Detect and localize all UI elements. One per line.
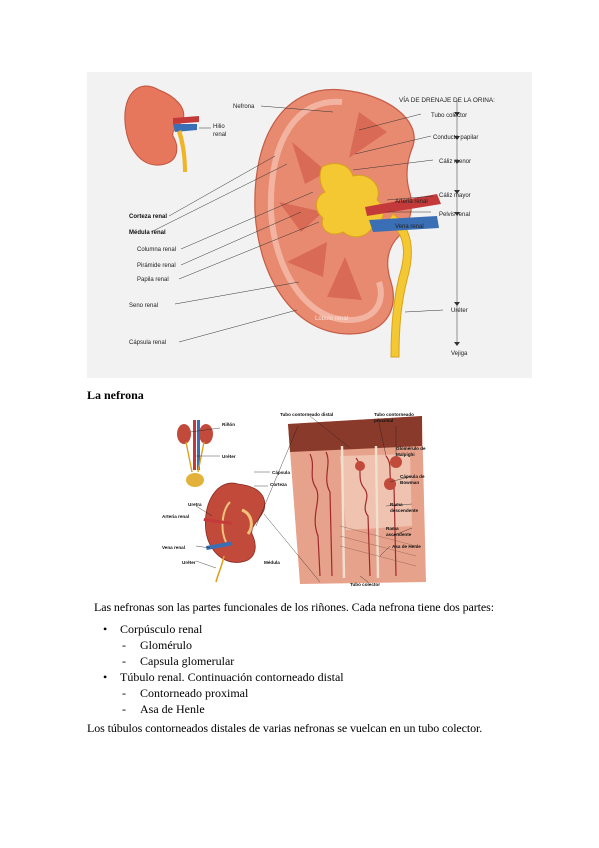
- kidney-anatomy-figure: Nefrona Hilio renal VÍA DE DRENAJE DE LA…: [87, 72, 532, 378]
- nephron-block-drawing: [288, 416, 426, 584]
- intro-paragraph: Las nefronas son las partes funcionales …: [94, 600, 494, 614]
- label-rama-ascendente-line1: Rama: [386, 526, 399, 531]
- nephron-parts-list: • Corpúsculo renal -Glomérulo -Capsula g…: [100, 621, 344, 717]
- dash: -: [122, 638, 126, 652]
- label-piramide-renal: Pirámide renal: [137, 263, 176, 269]
- list-item-text: Túbulo renal. Continuación contorneado d…: [120, 670, 344, 684]
- nephron-leader-lines: [189, 415, 413, 583]
- label-rama-descendente-line1: Rama: [390, 502, 403, 507]
- label-glomerulo-line1: Glomérulo de: [396, 446, 426, 451]
- label-uretra: Uretra: [188, 502, 202, 507]
- sub-list: -Glomérulo -Capsula glomerular: [120, 637, 344, 669]
- large-kidney-drawing: [254, 88, 441, 358]
- pathway-arrows: [454, 112, 460, 346]
- label-hilio-renal: renal: [213, 132, 226, 138]
- label-ureter-bottom: Uréter: [182, 560, 196, 565]
- sub-list-item: -Capsula glomerular: [120, 653, 344, 669]
- section-heading: La nefrona: [87, 388, 144, 402]
- label-capsula: Cápsula: [272, 470, 290, 475]
- label-nefrona: Nefrona: [233, 104, 255, 110]
- label-hilio: Hilio: [213, 124, 225, 130]
- label-caliz-menor: Cáliz menor: [439, 159, 471, 165]
- bullet: •: [103, 670, 108, 684]
- label-capsula-bowman-line2: Bowman: [400, 480, 419, 485]
- label-conducto-papilar: Conducto papilar: [433, 135, 478, 141]
- list-item-text: Corpúsculo renal: [120, 622, 203, 636]
- label-tubo-colector-small: Tubo colector: [350, 582, 380, 587]
- label-capsula-bowman-line1: Cápsula de: [400, 474, 425, 479]
- label-tubo-colector: Tubo colector: [431, 113, 467, 119]
- label-caliz-mayor: Cáliz mayor: [439, 193, 471, 199]
- leader-lines: [150, 100, 458, 343]
- dash: -: [122, 702, 126, 716]
- dash: -: [122, 686, 126, 700]
- sub-list-item-text: Glomérulo: [140, 638, 192, 652]
- label-corteza-renal: Corteza renal: [129, 214, 167, 220]
- label-vejiga: Vejiga: [451, 351, 468, 357]
- sub-list-item-text: Contorneado proximal: [140, 686, 249, 700]
- list-item: • Túbulo renal. Continuación contorneado…: [100, 669, 344, 717]
- label-rama-ascendente-line2: ascendente: [386, 532, 412, 537]
- list-item: • Corpúsculo renal -Glomérulo -Capsula g…: [100, 621, 344, 669]
- urinary-system-drawing: [177, 420, 213, 487]
- small-kidney-drawing: [124, 85, 199, 172]
- label-seno-renal: Seno renal: [129, 303, 158, 309]
- label-papila-renal: Papila renal: [137, 277, 169, 283]
- label-ureter-top: Uréter: [222, 454, 236, 459]
- closing-paragraph: Los túbulos contorneados distales de var…: [87, 721, 483, 735]
- label-columna-renal: Columna renal: [137, 247, 176, 253]
- dash: -: [122, 654, 126, 668]
- label-medula: Médula: [264, 560, 280, 565]
- label-rama-descendente-line2: descendente: [390, 508, 419, 513]
- sub-list-item-text: Asa de Henle: [140, 702, 205, 716]
- label-vena-renal-small: Vena renal: [162, 545, 185, 550]
- label-glomerulo-line2: Malpighi: [396, 452, 415, 457]
- sub-list-item: -Glomérulo: [120, 637, 344, 653]
- label-arteria-renal-small: Arteria renal: [162, 514, 189, 519]
- label-pelvis-renal: Pelvis renal: [439, 212, 470, 218]
- sub-list-item-text: Capsula glomerular: [140, 654, 235, 668]
- urine-pathway-title: VÍA DE DRENAJE DE LA ORINA:: [399, 95, 495, 104]
- label-capsula-renal: Cápsula renal: [129, 340, 166, 346]
- kidney-section-drawing: [203, 482, 266, 583]
- sub-list-item: -Asa de Henle: [120, 701, 344, 717]
- label-tubo-contorneado-distal: Tubo contorneado distal: [280, 412, 333, 417]
- kidney-anatomy-illustration: Nefrona Hilio renal VÍA DE DRENAJE DE LA…: [124, 85, 495, 358]
- nephron-figure: Tubo contorneado distal Tubo contorneado…: [160, 406, 440, 590]
- bullet: •: [103, 622, 108, 636]
- label-tubo-contorneado-proximal-line1: Tubo contorneado: [374, 412, 414, 417]
- label-asa-henle: Asa de Henle: [392, 544, 421, 549]
- label-vena-renal: Vena renal: [395, 224, 424, 230]
- label-rinon: Riñón: [222, 422, 235, 427]
- label-corteza: Corteza: [270, 482, 287, 487]
- nephron-illustration: Tubo contorneado distal Tubo contorneado…: [162, 412, 426, 587]
- label-ureter: Uréter: [451, 308, 468, 314]
- label-medula-renal: Médula renal: [129, 230, 166, 236]
- label-lobulo-renal: Lóbulo renal: [315, 316, 348, 322]
- sub-list-item: -Contorneado proximal: [120, 685, 344, 701]
- label-tubo-contorneado-proximal-line2: proximal: [374, 418, 393, 423]
- label-arteria-renal: Arteria renal: [395, 199, 428, 205]
- sub-list: -Contorneado proximal -Asa de Henle: [120, 685, 344, 717]
